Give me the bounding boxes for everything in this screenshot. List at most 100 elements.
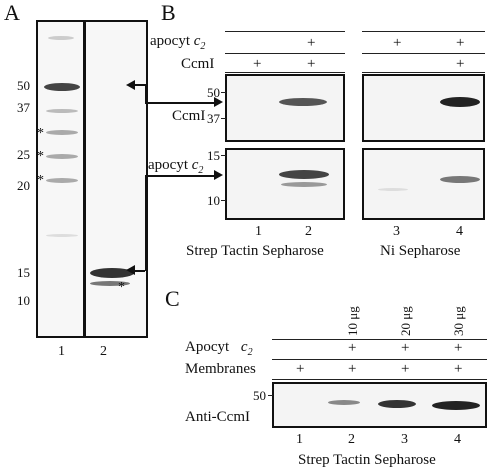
- c-lane-3: 3: [401, 432, 408, 447]
- ladder-band-37: [46, 109, 78, 113]
- asterisk-3: *: [37, 173, 44, 188]
- ladder-band-28: [46, 130, 78, 135]
- panel-a-letter: A: [4, 0, 20, 25]
- c-membranes-plus-3: +: [401, 361, 410, 377]
- c-band-lane2: [328, 400, 360, 405]
- row-apocyt-plus-3: +: [393, 35, 402, 51]
- panel-a-lane-2: 2: [100, 344, 107, 359]
- ladder-band-50: [44, 83, 80, 91]
- arrow-apocyt-vertical: [145, 175, 147, 271]
- c-band-lane3: [378, 400, 416, 408]
- c-row-membranes-label: Membranes: [185, 361, 256, 377]
- ladder-band-faint: [46, 234, 78, 237]
- row-apocyt-text: apocyt: [150, 33, 190, 49]
- b-lane-1: 1: [255, 224, 262, 239]
- blot-b-top-left: [225, 74, 345, 142]
- panel-b-header-line-3b: [362, 72, 485, 73]
- blot-label-apocyt-c: c: [191, 157, 199, 173]
- tick-50: [221, 92, 226, 93]
- blot-c: [272, 382, 487, 428]
- mw-marker-15: 15: [17, 265, 30, 280]
- arrow-apocyt-to-b: [145, 175, 215, 177]
- tick-15: [221, 155, 226, 156]
- arrow-ccmi-vertical: [145, 84, 147, 102]
- lane2-band-lower: [90, 281, 130, 286]
- apocyt-band-lane3-faint: [378, 188, 408, 191]
- blot-label-apocyt-text: apocyt: [148, 157, 188, 173]
- row-ccmi-plus-2: +: [307, 56, 316, 72]
- blot-b-bottom-left: [225, 148, 345, 220]
- panel-a-gel: [36, 20, 148, 338]
- row-apocyt-sub: 2: [200, 41, 206, 52]
- c-apocyt-plus-3: +: [401, 340, 410, 356]
- amount-20ug: 20 μg: [398, 306, 413, 336]
- c-row-apocyt-label: Apocyt c2: [185, 340, 253, 358]
- blot-b-top-right: [362, 74, 485, 142]
- c-apocyt-plus-4: +: [454, 340, 463, 356]
- panel-b-letter: B: [161, 0, 176, 25]
- apocyt-band-lane4: [440, 176, 480, 183]
- mw-marker-50: 50: [17, 78, 30, 93]
- b-top-mw-37: 37: [207, 111, 220, 126]
- arrow-head-ccmi: [126, 80, 135, 90]
- row-apocyt-label: apocyt c2: [150, 34, 205, 52]
- panel-b-header-line-2: [225, 53, 345, 54]
- asterisk-4: *: [118, 280, 125, 295]
- c-lane-1: 1: [296, 432, 303, 447]
- blot-label-apocyt: apocyt c2: [148, 158, 203, 176]
- panel-a-lane-1: 1: [58, 344, 65, 359]
- arrow-head-ccmi-b: [214, 97, 223, 107]
- blot-b-bottom-right: [362, 148, 485, 220]
- c-caption: Strep Tactin Sepharose: [298, 452, 436, 468]
- tick-37: [221, 118, 226, 119]
- blot-label-ccmi: CcmI: [172, 108, 206, 124]
- row-ccmi-plus-1: +: [253, 56, 262, 72]
- row-ccmi-plus-4: +: [456, 56, 465, 72]
- panel-b-header-line-2b: [362, 53, 485, 54]
- gel-lane-divider: [83, 22, 86, 336]
- ladder-band-25: [46, 154, 78, 159]
- mw-marker-10: 10: [17, 293, 30, 308]
- arrow-ccmi-to-b: [145, 102, 215, 104]
- b-lane-3: 3: [393, 224, 400, 239]
- b-top-mw-50: 50: [207, 85, 220, 100]
- mw-marker-25: 25: [17, 147, 30, 162]
- c-membranes-plus-4: +: [454, 361, 463, 377]
- lane2-band-apocyt: [90, 268, 134, 278]
- c-header-line-1: [272, 339, 487, 340]
- c-row-apocyt-sub: 2: [247, 347, 253, 358]
- amount-10ug: 10 μg: [345, 306, 360, 336]
- tick-10: [221, 200, 226, 201]
- c-header-line-3: [272, 379, 487, 380]
- c-header-line-2: [272, 359, 487, 360]
- apocyt-band-lane2-lower: [281, 182, 327, 187]
- c-tick-50: [268, 395, 273, 396]
- arrow-head-apocyt-b: [214, 170, 223, 180]
- mw-marker-37: 37: [17, 100, 30, 115]
- c-row-apocyt-text: Apocyt: [185, 339, 230, 355]
- arrow-apocyt-bottom: [133, 270, 145, 272]
- c-row-apocyt-c: c: [240, 339, 248, 355]
- panel-b-header-line-3: [225, 72, 345, 73]
- panel-c-letter: C: [165, 286, 180, 311]
- c-lane-2: 2: [348, 432, 355, 447]
- c-membranes-plus-2: +: [348, 361, 357, 377]
- asterisk-2: *: [37, 149, 44, 164]
- c-membranes-plus-1: +: [296, 361, 305, 377]
- b-bottom-mw-15: 15: [207, 148, 220, 163]
- c-mw-50: 50: [253, 388, 266, 403]
- row-ccmi-label: CcmI: [181, 56, 215, 72]
- row-apocyt-plus-2: +: [307, 35, 316, 51]
- panel-b-header-line-1: [225, 31, 345, 32]
- arrow-head-apocyt: [126, 265, 135, 275]
- ccmi-band-lane4: [440, 97, 480, 107]
- c-lane-4: 4: [454, 432, 461, 447]
- b-bottom-mw-10: 10: [207, 193, 220, 208]
- asterisk-1: *: [37, 126, 44, 141]
- row-apocyt-plus-4: +: [456, 35, 465, 51]
- b-lane-4: 4: [456, 224, 463, 239]
- mw-marker-20: 20: [17, 178, 30, 193]
- ccmi-band-lane2: [279, 98, 327, 106]
- ladder-band-22: [46, 178, 78, 183]
- b-caption-ni: Ni Sepharose: [380, 243, 461, 259]
